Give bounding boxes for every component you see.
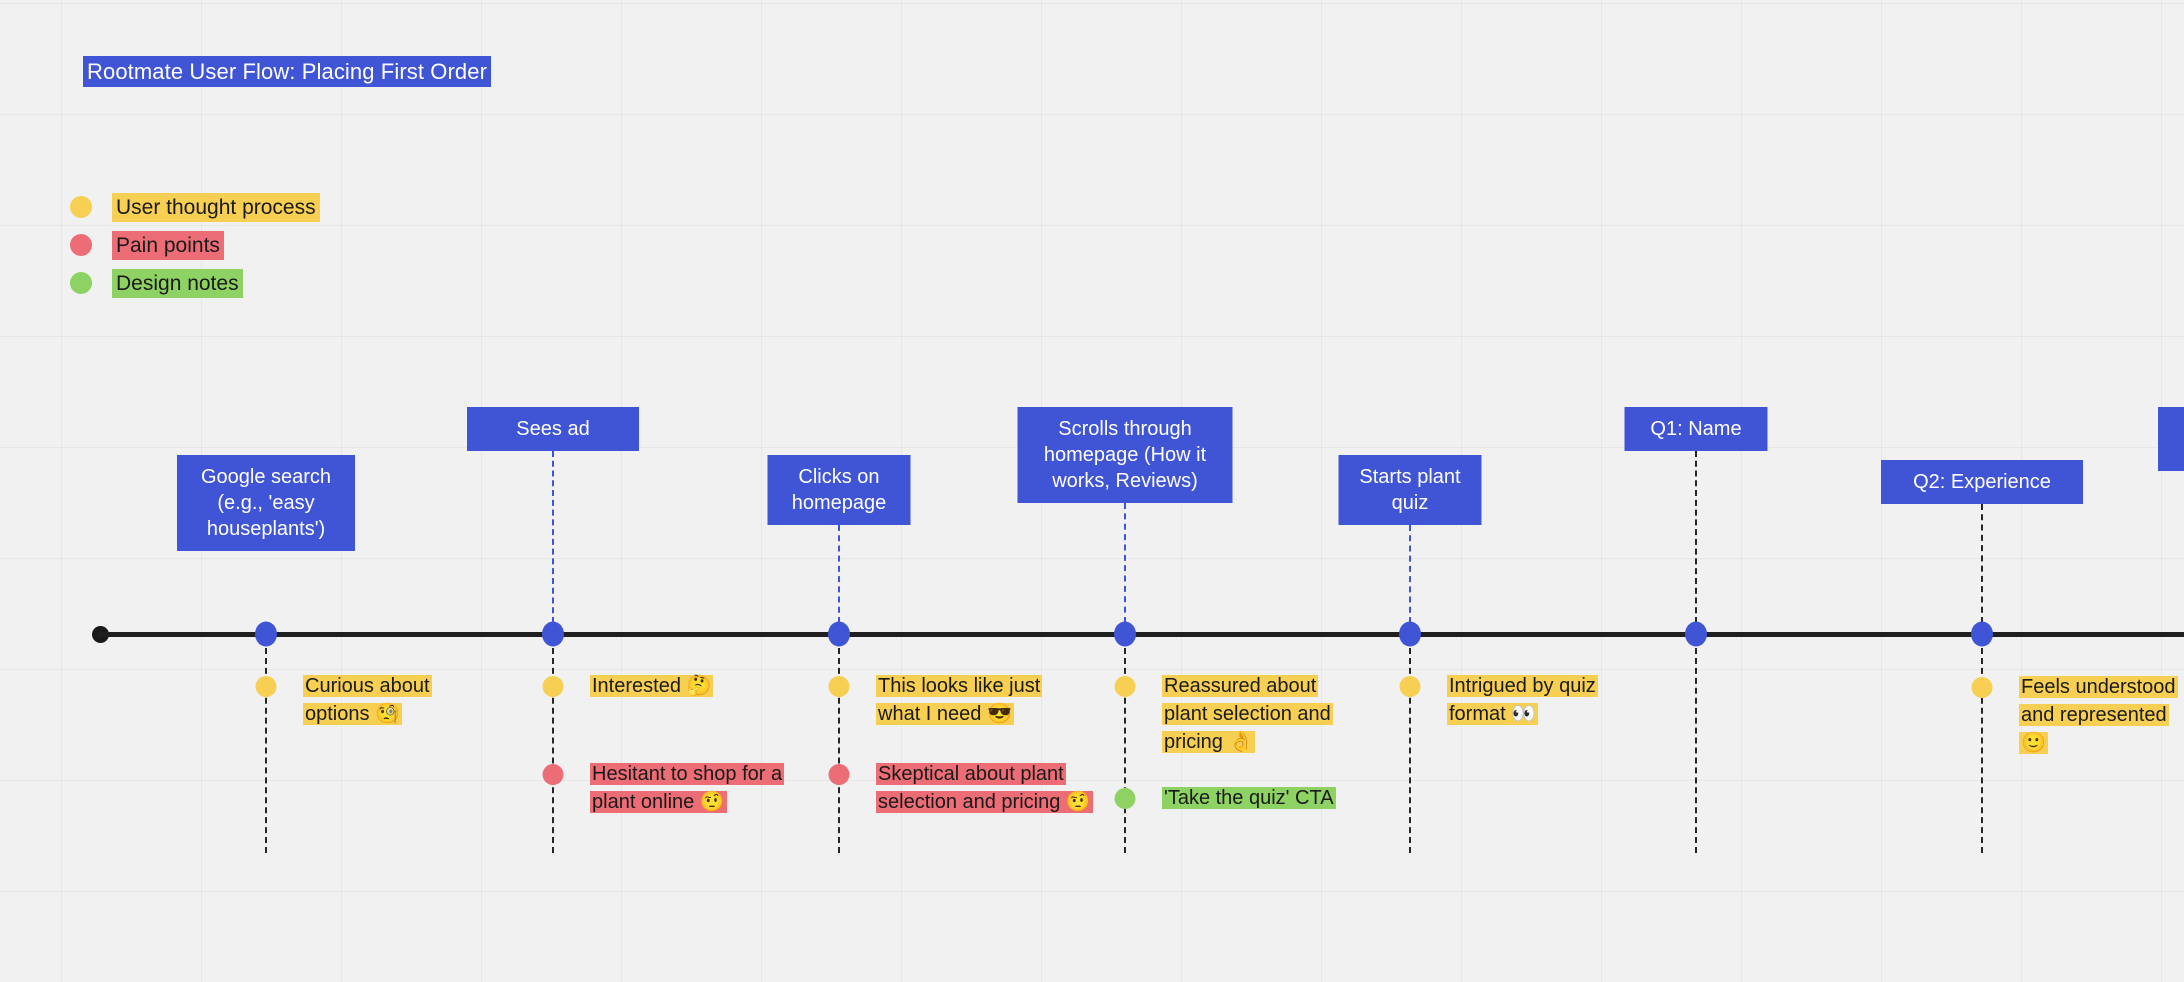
milestone-connector-down <box>265 648 267 853</box>
milestone-connector-down <box>552 648 554 853</box>
annotation-dot-icon <box>828 676 850 697</box>
milestone-connector-up <box>1124 503 1126 623</box>
legend-item-design-notes[interactable]: Design notes <box>70 264 320 302</box>
milestone-connector-down <box>1409 648 1411 853</box>
milestone-node[interactable] <box>828 621 850 647</box>
milestone-box-clipped[interactable]: A <box>2158 407 2184 471</box>
milestone-node[interactable] <box>1685 621 1707 647</box>
timeline-axis <box>98 632 2184 637</box>
milestone-connector-up <box>552 451 554 623</box>
annotation-dot-icon <box>1399 676 1421 697</box>
legend-item-label: Design notes <box>112 268 243 298</box>
annotation-dot-icon <box>542 676 564 697</box>
legend-dot-icon <box>70 234 92 256</box>
annotation-dot-icon <box>542 764 564 785</box>
milestone-connector-up <box>1695 451 1697 623</box>
milestone-box[interactable]: Sees ad <box>467 407 639 451</box>
legend-item-pain-points[interactable]: Pain points <box>70 226 320 264</box>
annotation-dot-icon <box>1114 788 1136 809</box>
milestone-box[interactable]: Q1: Name <box>1624 407 1768 451</box>
page-title[interactable]: Rootmate User Flow: Placing First Order <box>83 56 492 87</box>
milestone-node[interactable] <box>1399 621 1421 647</box>
annotation-text: 'Take the quiz' CTA <box>1162 787 1336 809</box>
milestone-node[interactable] <box>1971 621 1993 647</box>
milestone-box[interactable]: Clicks on homepage <box>767 455 911 525</box>
annotation-design[interactable]: 'Take the quiz' CTA <box>1114 784 1339 812</box>
milestone-connector-up <box>838 525 840 623</box>
milestone-box[interactable]: Q2: Experience <box>1881 460 2083 504</box>
legend-item-label: Pain points <box>112 230 224 260</box>
milestone-connector-down <box>1695 648 1697 853</box>
milestone-node[interactable] <box>255 621 277 647</box>
annotation-text: Interested 🤔 <box>590 675 714 697</box>
milestone-node[interactable] <box>542 621 564 647</box>
annotation-dot-icon <box>828 764 850 785</box>
milestone-connector-up <box>1409 525 1411 623</box>
annotation-thought[interactable]: Interested 🤔 <box>542 672 716 700</box>
milestone-box[interactable]: Scrolls through homepage (How it works, … <box>1017 407 1233 503</box>
milestone-connector-down <box>1981 648 1983 853</box>
legend-item-user-thought-process[interactable]: User thought process <box>70 188 320 226</box>
milestone-node[interactable] <box>1114 621 1136 647</box>
annotation-dot-icon <box>255 676 277 697</box>
milestone-connector-up <box>1981 504 1983 623</box>
milestone-connector-down <box>1124 648 1126 853</box>
legend-dot-icon <box>70 196 92 218</box>
legend: User thought process Pain points Design … <box>70 188 320 302</box>
annotation-dot-icon <box>1971 677 1993 698</box>
milestone-box[interactable]: Starts plant quiz <box>1338 455 1482 525</box>
legend-item-label: User thought process <box>112 192 320 222</box>
milestone-connector-down <box>838 648 840 853</box>
legend-dot-icon <box>70 272 92 294</box>
milestone-box[interactable]: Google search (e.g., 'easy houseplants') <box>177 455 355 551</box>
annotation-dot-icon <box>1114 676 1136 697</box>
